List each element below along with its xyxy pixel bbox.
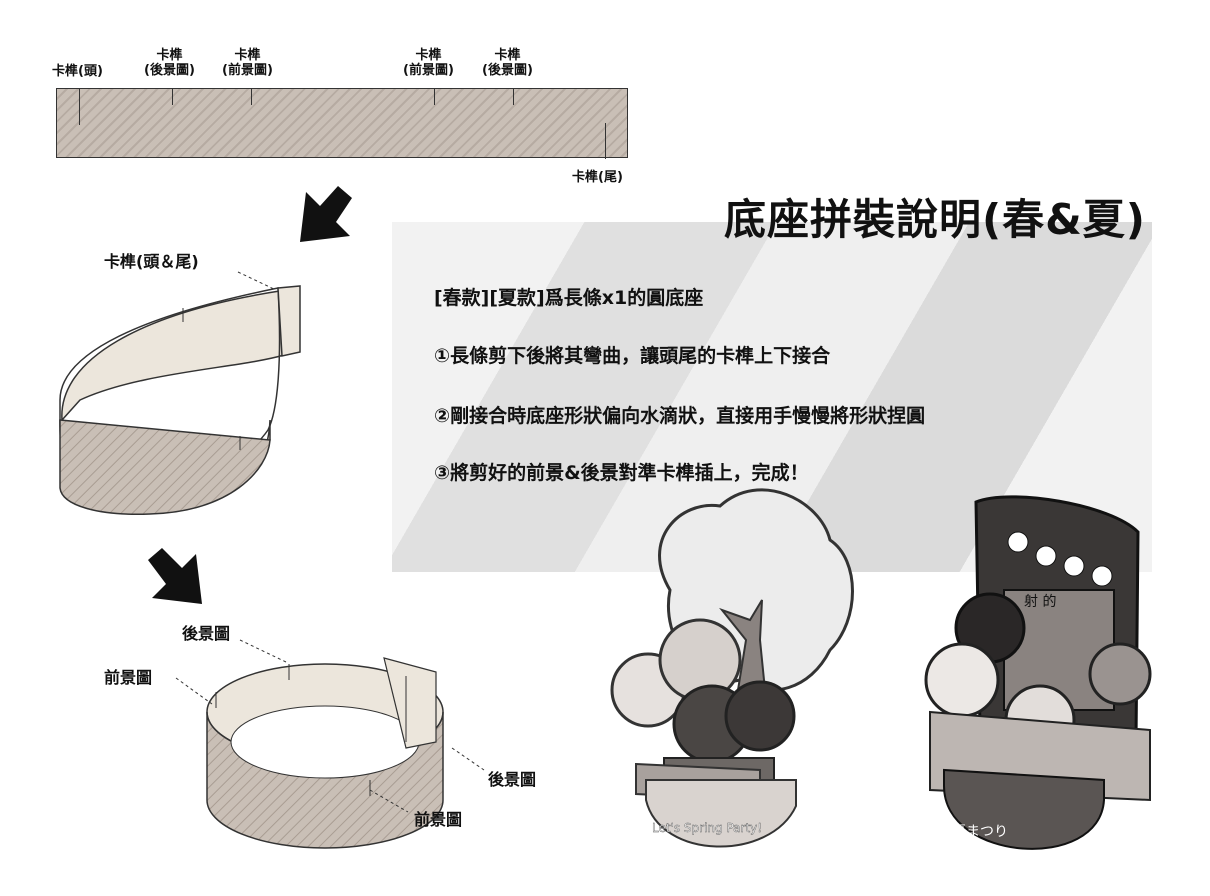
tab-bg1-slot xyxy=(172,89,173,105)
label-tab-bg1: 卡榫 (後景圖) xyxy=(144,48,195,78)
instruction-panel xyxy=(392,222,1152,572)
label-tab-fg1: 卡榫 (前景圖) xyxy=(222,48,273,78)
label-ring-fg-left: 前景圖 xyxy=(104,668,153,687)
label-tab-fg2: 卡榫 (前景圖) xyxy=(403,48,454,78)
tab-bg2-slot xyxy=(513,89,514,105)
flat-strip xyxy=(56,88,628,159)
label-ring-fg-bottom: 前景圖 xyxy=(414,810,463,829)
instruction-step-3: ③將剪好的前景&後景對準卡榫插上，完成！ xyxy=(434,462,809,484)
instruction-step-1: ①長條剪下後將其彎曲，讓頭尾的卡榫上下接合 xyxy=(434,345,831,367)
tab-head-slot xyxy=(79,89,80,125)
summer-sign-text: 射 的 xyxy=(1024,594,1056,610)
page-title: 底座拼裝說明(春&夏) xyxy=(723,195,1146,244)
ring-base xyxy=(175,639,485,849)
spring-logo-text: Let's Spring Party! xyxy=(652,821,762,835)
label-tab-tail: 卡榫(尾) xyxy=(572,170,623,185)
label-tab-bg2: 卡榫 (後景圖) xyxy=(482,48,533,78)
label-ring-bg-top: 後景圖 xyxy=(182,624,231,643)
label-ring-bg-right: 後景圖 xyxy=(488,770,537,789)
instruction-intro: [春款][夏款]爲長條x1的圓底座 xyxy=(434,287,704,309)
summer-logo-text: 夏まつり xyxy=(952,824,1008,840)
teardrop-loop xyxy=(59,271,301,516)
summer-figure-illustration: 夏まつり 射 的 xyxy=(924,495,1152,850)
spring-figure-illustration: Let's Spring Party! xyxy=(610,488,854,848)
arrow-down-right-icon xyxy=(148,548,202,604)
label-tab-head: 卡榫(頭) xyxy=(52,64,103,79)
instruction-step-2: ②剛接合時底座形狀偏向水滴狀，直接用手慢慢將形狀捏圓 xyxy=(434,405,926,427)
tab-fg2-slot xyxy=(434,89,435,105)
tab-tail-slot xyxy=(605,123,606,159)
label-loop-tabs: 卡榫(頭＆尾) xyxy=(104,252,199,271)
tab-fg1-slot xyxy=(251,89,252,105)
arrow-down-left-icon xyxy=(300,186,352,242)
